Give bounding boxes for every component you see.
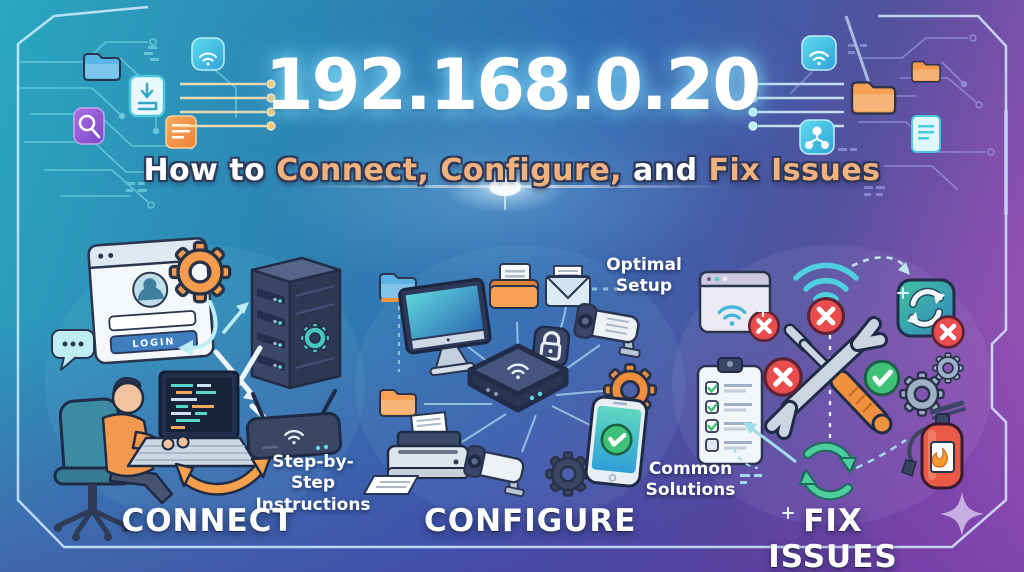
- cctv-camera-icon: [573, 302, 641, 359]
- person-at-laptop: [53, 370, 260, 541]
- wifi-router-icon: [245, 389, 343, 460]
- error-icon: [933, 317, 964, 348]
- configure-annotation-line2: Setup: [615, 276, 673, 297]
- sparkle-icon: [940, 492, 984, 536]
- search-icon: [73, 107, 105, 145]
- decorative-frame: [16, 5, 1008, 549]
- configure-illustration: [363, 263, 658, 498]
- configure-annotation: Optimal Setup: [594, 255, 694, 298]
- title-connector-left: [180, 79, 276, 131]
- document-download-icon: [128, 74, 166, 118]
- fix-issues-annotation: Common Solutions: [643, 459, 738, 502]
- connect-section-label: CONNECT: [121, 503, 295, 539]
- checklist-icon: [696, 357, 764, 466]
- wifi-icon: [801, 35, 837, 71]
- decor-icons-left: [73, 37, 225, 149]
- fix-issues-annotation-line1: Common: [648, 459, 733, 479]
- error-icon: [809, 299, 844, 334]
- subtitle-how-to: How to: [143, 153, 277, 188]
- subtitle-fix-issues: Fix Issues: [708, 153, 881, 188]
- imac-monitor-icon: [398, 277, 492, 377]
- login-button: LOGIN: [109, 330, 198, 355]
- error-icon: [765, 359, 801, 395]
- connect-annotation: Step-by-Step Instructions: [253, 452, 373, 516]
- folder-document-icon: [489, 263, 539, 309]
- fix-issues-illustration: [696, 256, 984, 536]
- login-window: LOGIN: [87, 237, 215, 365]
- fix-issues-section-label: FIX ISSUES: [768, 503, 898, 572]
- success-icon: [600, 423, 632, 455]
- circuit-traces-left: [18, 38, 237, 209]
- server-icon: [250, 256, 342, 390]
- folder-icon: [379, 389, 417, 417]
- cctv-camera-icon: [463, 444, 525, 498]
- configure-annotation-line1: Optimal: [606, 255, 682, 275]
- connect-annotation-line1: Step-by-Step: [272, 452, 354, 494]
- connect-annotation-line2: Instructions: [255, 494, 371, 515]
- ip-address-title: 192.168.0.20: [264, 44, 761, 126]
- document-icon: [911, 115, 941, 153]
- browser-wifi-error-icon: [698, 270, 779, 341]
- wrench-icon: [764, 316, 888, 440]
- subtitle-and: and: [622, 153, 709, 188]
- avatar-icon: [132, 271, 169, 308]
- dashed-connector: [851, 256, 910, 271]
- wifi-error-icon: [793, 262, 859, 334]
- decor-icons-right: [799, 35, 941, 155]
- wifi-icon: [191, 37, 225, 71]
- subtitle-connect-configure: Connect, Configure,: [276, 153, 623, 188]
- envelope-icon: [545, 265, 591, 307]
- success-icon: [865, 361, 899, 395]
- fire-extinguisher-icon: [901, 400, 966, 490]
- screwdriver-icon: [783, 323, 893, 435]
- speech-bubble-icon: [51, 329, 95, 371]
- dashed-connector-arrowhead: [898, 262, 910, 275]
- fix-issues-annotation-line2: Solutions: [645, 480, 736, 501]
- fix-connector-decor: [733, 287, 909, 519]
- laptop-code: [126, 370, 260, 468]
- server-rack-slots: [257, 288, 285, 371]
- login-button-label: LOGIN: [132, 336, 176, 350]
- smartphone-icon: [584, 395, 649, 488]
- login-input: [108, 310, 197, 332]
- connect-illustration: LOGIN: [51, 237, 343, 541]
- subtitle: How to Connect, Configure, and Fix Issue…: [0, 153, 1024, 188]
- network-icon: [799, 119, 835, 155]
- light-flare: [300, 161, 730, 213]
- printer-icon: [363, 411, 470, 495]
- sync-error-icon: [896, 278, 964, 348]
- configure-section-label: CONFIGURE: [424, 503, 637, 539]
- document-icon: [165, 115, 197, 149]
- network-hub-icon: [467, 343, 569, 413]
- curved-double-arrow: [174, 456, 272, 496]
- recycle-arrows-icon: [798, 441, 858, 501]
